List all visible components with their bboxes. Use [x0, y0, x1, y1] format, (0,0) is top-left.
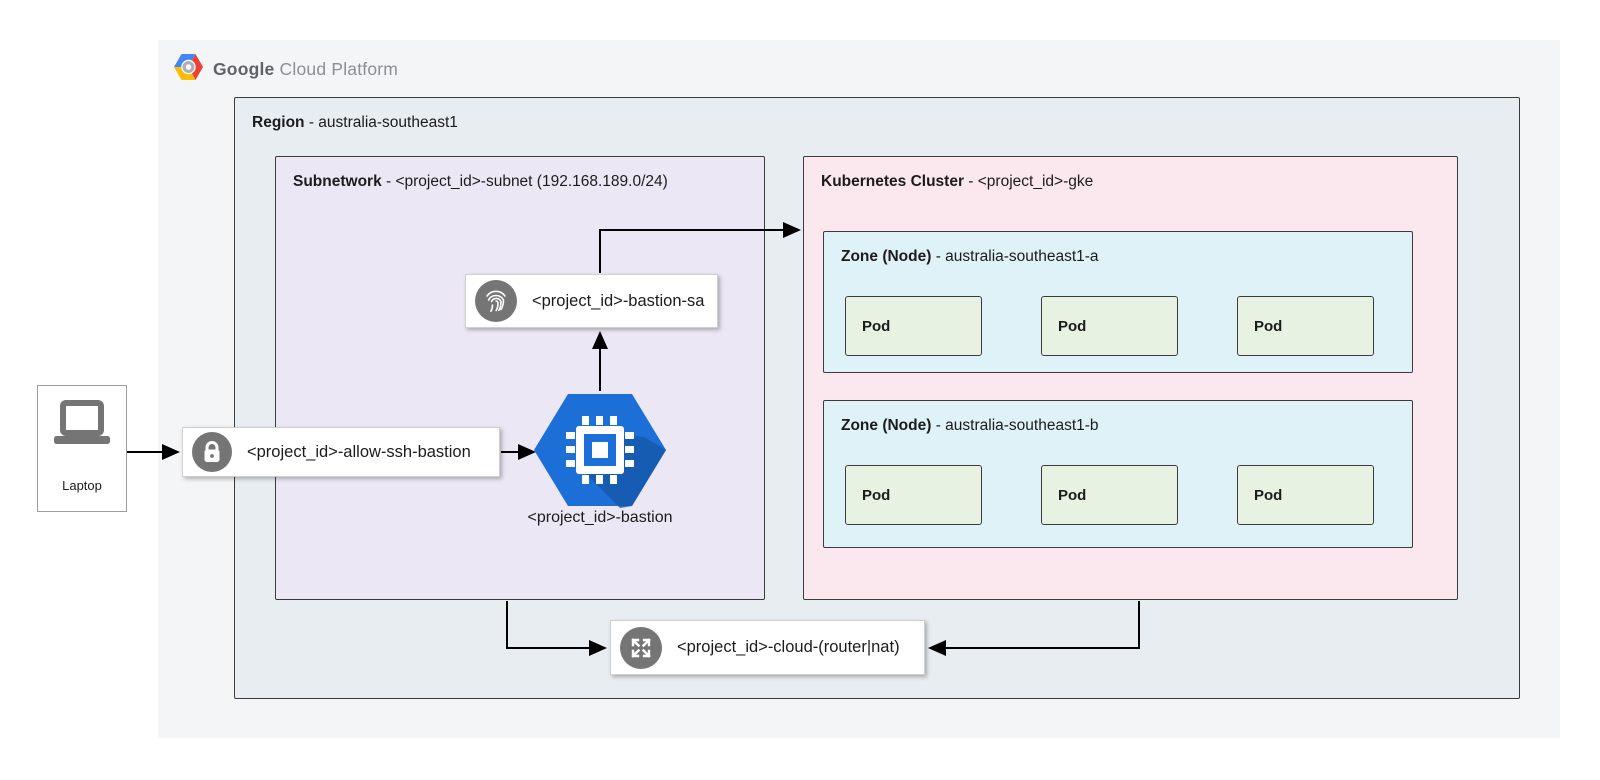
brand-google: Google	[213, 59, 275, 79]
pod-box: Pod	[1041, 296, 1178, 356]
gcp-brand: Google Cloud Platform	[172, 53, 398, 86]
laptop-icon	[53, 400, 111, 455]
zone-a-title: Zone (Node) - australia-southeast1-a	[841, 248, 1099, 266]
subnetwork-title: Subnetwork - <project_id>-subnet (192.16…	[293, 173, 668, 191]
region-title-bold: Region	[252, 114, 305, 131]
laptop-card: Laptop	[37, 385, 127, 512]
firewall-rule-label: <project_id>-allow-ssh-bastion	[247, 442, 471, 461]
pod-box: Pod	[1041, 465, 1178, 525]
gcp-logo-icon	[172, 53, 205, 86]
region-title: Region - australia-southeast1	[252, 114, 458, 132]
cluster-title: Kubernetes Cluster - <project_id>-gke	[821, 173, 1093, 191]
pod-label: Pod	[862, 317, 891, 335]
fingerprint-icon	[475, 280, 517, 322]
zone-a-title-bold: Zone (Node)	[841, 248, 932, 265]
gcp-brand-text: Google Cloud Platform	[213, 59, 398, 80]
zone-a-title-rest: - australia-southeast1-a	[931, 248, 1099, 265]
service-account-label: <project_id>-bastion-sa	[532, 291, 705, 310]
kubernetes-cluster-box: Kubernetes Cluster - <project_id>-gke Zo…	[803, 156, 1458, 600]
pod-label: Pod	[1254, 486, 1283, 504]
subnetwork-title-bold: Subnetwork	[293, 173, 382, 190]
cloud-router-nat-label: <project_id>-cloud-(router|nat)	[677, 638, 900, 656]
bastion-label: <project_id>-bastion	[527, 509, 673, 526]
zone-b-title: Zone (Node) - australia-southeast1-b	[841, 417, 1099, 435]
service-account-card: <project_id>-bastion-sa	[465, 274, 718, 328]
pod-box: Pod	[845, 296, 982, 356]
zone-node-a-box: Zone (Node) - australia-southeast1-a Pod…	[823, 231, 1413, 373]
cluster-title-rest: - <project_id>-gke	[963, 173, 1094, 190]
pod-label: Pod	[1058, 486, 1087, 504]
zone-b-title-rest: - australia-southeast1-b	[931, 417, 1099, 434]
firewall-rule-card: <project_id>-allow-ssh-bastion	[182, 427, 500, 477]
compute-engine-icon	[532, 392, 668, 513]
lock-icon	[192, 432, 232, 472]
zone-node-b-box: Zone (Node) - australia-southeast1-b Pod…	[823, 400, 1413, 548]
router-nat-icon	[620, 626, 662, 669]
pod-box: Pod	[1237, 465, 1374, 525]
subnetwork-title-rest: - <project_id>-subnet (192.168.189.0/24)	[381, 173, 668, 190]
laptop-label: Laptop	[62, 478, 102, 493]
cluster-title-bold: Kubernetes Cluster	[821, 173, 964, 190]
pod-box: Pod	[1237, 296, 1374, 356]
pod-box: Pod	[845, 465, 982, 525]
pod-label: Pod	[1058, 317, 1087, 335]
cloud-router-nat-card: <project_id>-cloud-(router|nat)	[610, 620, 925, 675]
pod-label: Pod	[862, 486, 891, 504]
pod-label: Pod	[1254, 317, 1283, 335]
subnetwork-box: Subnetwork - <project_id>-subnet (192.16…	[275, 156, 765, 600]
region-title-rest: - australia-southeast1	[304, 114, 458, 131]
brand-cloud-platform: Cloud Platform	[279, 59, 399, 79]
zone-b-title-bold: Zone (Node)	[841, 417, 932, 434]
